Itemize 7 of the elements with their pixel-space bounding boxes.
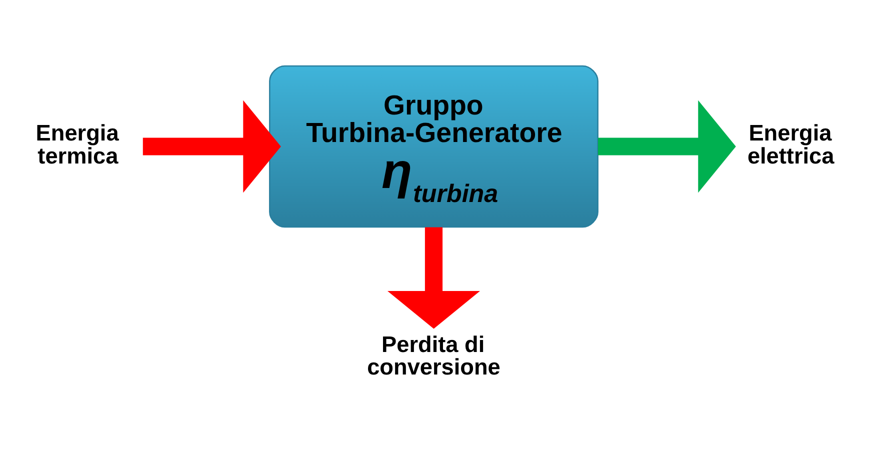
arrow xyxy=(142,100,281,192)
node-text: Energia elettrica xyxy=(747,120,834,168)
node-box: Gruppo Turbina-Generatore η$_{turbina}$ xyxy=(269,64,598,228)
node-text: Energia termica xyxy=(36,120,119,168)
arrow xyxy=(387,226,480,328)
node-text: Perdita di conversione xyxy=(367,331,500,380)
arrow xyxy=(598,100,736,192)
